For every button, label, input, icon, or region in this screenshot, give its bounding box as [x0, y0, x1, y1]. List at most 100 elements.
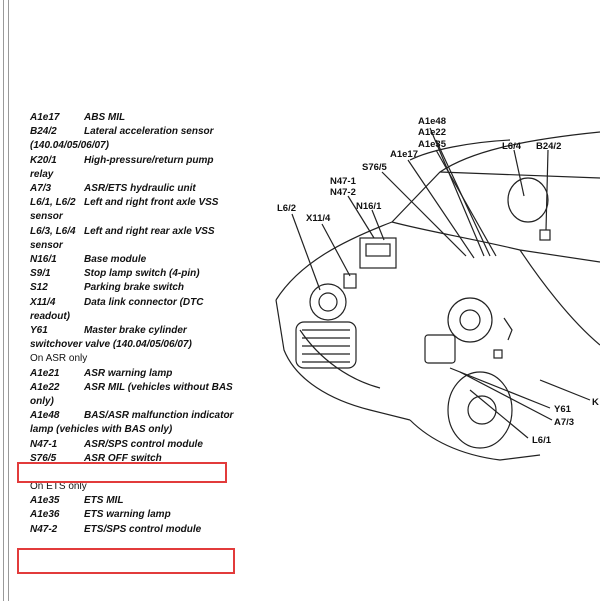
- grille: [295, 321, 357, 369]
- label-l6-1: L6/1: [532, 435, 552, 446]
- legend-code: N47-2: [30, 523, 58, 535]
- legend-item: S76/5 ASR OFF switch: [30, 452, 235, 466]
- legend-code: S76/5: [30, 452, 57, 464]
- legend-desc: Left and right front axle VSS sensor: [30, 197, 219, 223]
- legend-desc: Parking brake switch: [84, 282, 185, 294]
- legend-code: A1e21: [30, 367, 60, 379]
- data-link-connector: [343, 273, 357, 289]
- leader-line: [545, 149, 549, 231]
- front-left-hub: [467, 395, 497, 425]
- front-left-wheel: [447, 371, 513, 449]
- legend-code: A7/3: [30, 183, 52, 195]
- legend-code: L6/3, L6/4: [30, 225, 76, 237]
- legend-code: X11/4: [30, 296, 56, 308]
- legend-code: Y61: [30, 325, 48, 337]
- legend-desc: Master brake cylinder switchover valve (…: [30, 325, 192, 351]
- legend-code: S12: [30, 282, 48, 294]
- label-a1e22: A1e22: [418, 127, 446, 138]
- legend-code: L6/1, L6/2: [30, 197, 76, 209]
- leader-line: [371, 209, 385, 241]
- leader-line: [347, 195, 375, 239]
- legend-code: N47-1: [30, 438, 58, 450]
- front-right-wheel-hub: [309, 283, 347, 321]
- leader-line: [291, 213, 321, 291]
- control-module-top: [365, 243, 391, 257]
- legend-item-highlighted: N47-1 ASR/SPS control module: [30, 438, 235, 452]
- legend-desc: High-pressure/return pump relay: [30, 154, 214, 180]
- legend-item-highlighted: N47-2 ETS/SPS control module: [30, 523, 235, 537]
- legend-item: S12 Parking brake switch: [30, 281, 235, 295]
- legend-item: A1e21 ASR warning lamp: [30, 367, 235, 381]
- legend-desc: Data link connector (DTC readout): [30, 296, 204, 322]
- leader-line: [321, 223, 351, 277]
- leader-line: [381, 171, 467, 257]
- leader-line: [429, 127, 485, 257]
- legend-desc: Base module: [84, 254, 147, 266]
- legend-desc: Lateral acceleration sensor (140.04/05/0…: [30, 126, 214, 152]
- switchover-valve: [503, 317, 513, 341]
- legend-item: A1e17 ABS MIL: [30, 111, 235, 125]
- legend-code: A1e48: [30, 410, 60, 422]
- legend-desc: ASR/ETS hydraulic unit: [84, 183, 196, 195]
- label-l6-2: L6/2: [277, 203, 296, 214]
- legend-code: B24/2: [30, 126, 57, 138]
- leader-line: [469, 389, 529, 439]
- label-a1e35: A1e35: [418, 139, 447, 150]
- legend-code: A1e22: [30, 381, 60, 393]
- leader-line: [435, 149, 497, 257]
- legend-desc: Stop lamp switch (4-pin): [84, 268, 200, 280]
- label-a7-3: A7/3: [554, 417, 574, 428]
- legend-desc: BAS/ASR malfunction indicator lamp (vehi…: [30, 410, 234, 436]
- label-y61: Y61: [554, 404, 572, 415]
- label-n16-1: N16/1: [356, 201, 382, 212]
- page-border-left-1: [3, 0, 4, 601]
- legend-desc: ASR/SPS control module: [84, 438, 203, 450]
- page-border-left-2: [8, 0, 9, 601]
- brake-booster: [447, 297, 493, 343]
- label-a1e17: A1e17: [390, 149, 418, 160]
- legend-desc: ETS/SPS control module: [84, 523, 202, 535]
- control-module-block: [359, 237, 397, 269]
- ets-heading: On ETS only: [30, 481, 87, 493]
- leader-line: [449, 367, 551, 409]
- label-n47-2: N47-2: [330, 187, 356, 198]
- highlight-box-n47-2: [17, 548, 235, 574]
- label-x11-4: X11/4: [306, 213, 331, 224]
- leader-line: [513, 149, 525, 197]
- small-component: [493, 349, 503, 359]
- lateral-accel-sensor: [539, 229, 551, 241]
- headlight-lower: [299, 329, 381, 389]
- leader-line: [539, 379, 591, 401]
- legend-code: K20/1: [30, 154, 57, 166]
- asr-heading: On ASR only: [30, 353, 88, 365]
- legend-item: A7/3 ASR/ETS hydraulic unit: [30, 182, 235, 196]
- legend-desc: ASR OFF switch: [84, 452, 162, 464]
- leader-line: [407, 159, 475, 259]
- legend-code: S9/1: [30, 268, 51, 280]
- legend-desc: ASR warning lamp: [84, 367, 173, 379]
- bumper-line: [409, 419, 541, 461]
- label-n47-1: N47-1: [330, 176, 357, 187]
- front-right-hub-center: [318, 292, 338, 312]
- label-a1e48: A1e48: [418, 116, 446, 127]
- legend-code: A1e17: [30, 112, 60, 123]
- highlight-box-n47-1: [17, 462, 227, 483]
- windshield-top: [409, 139, 511, 161]
- fender-line: [519, 249, 600, 346]
- car-cowl-line: [391, 221, 600, 263]
- label-b24-2: B24/2: [536, 141, 561, 152]
- car-hood-line: [275, 131, 600, 301]
- legend-desc: ABS MIL: [84, 112, 126, 123]
- hydraulic-unit: [424, 334, 456, 364]
